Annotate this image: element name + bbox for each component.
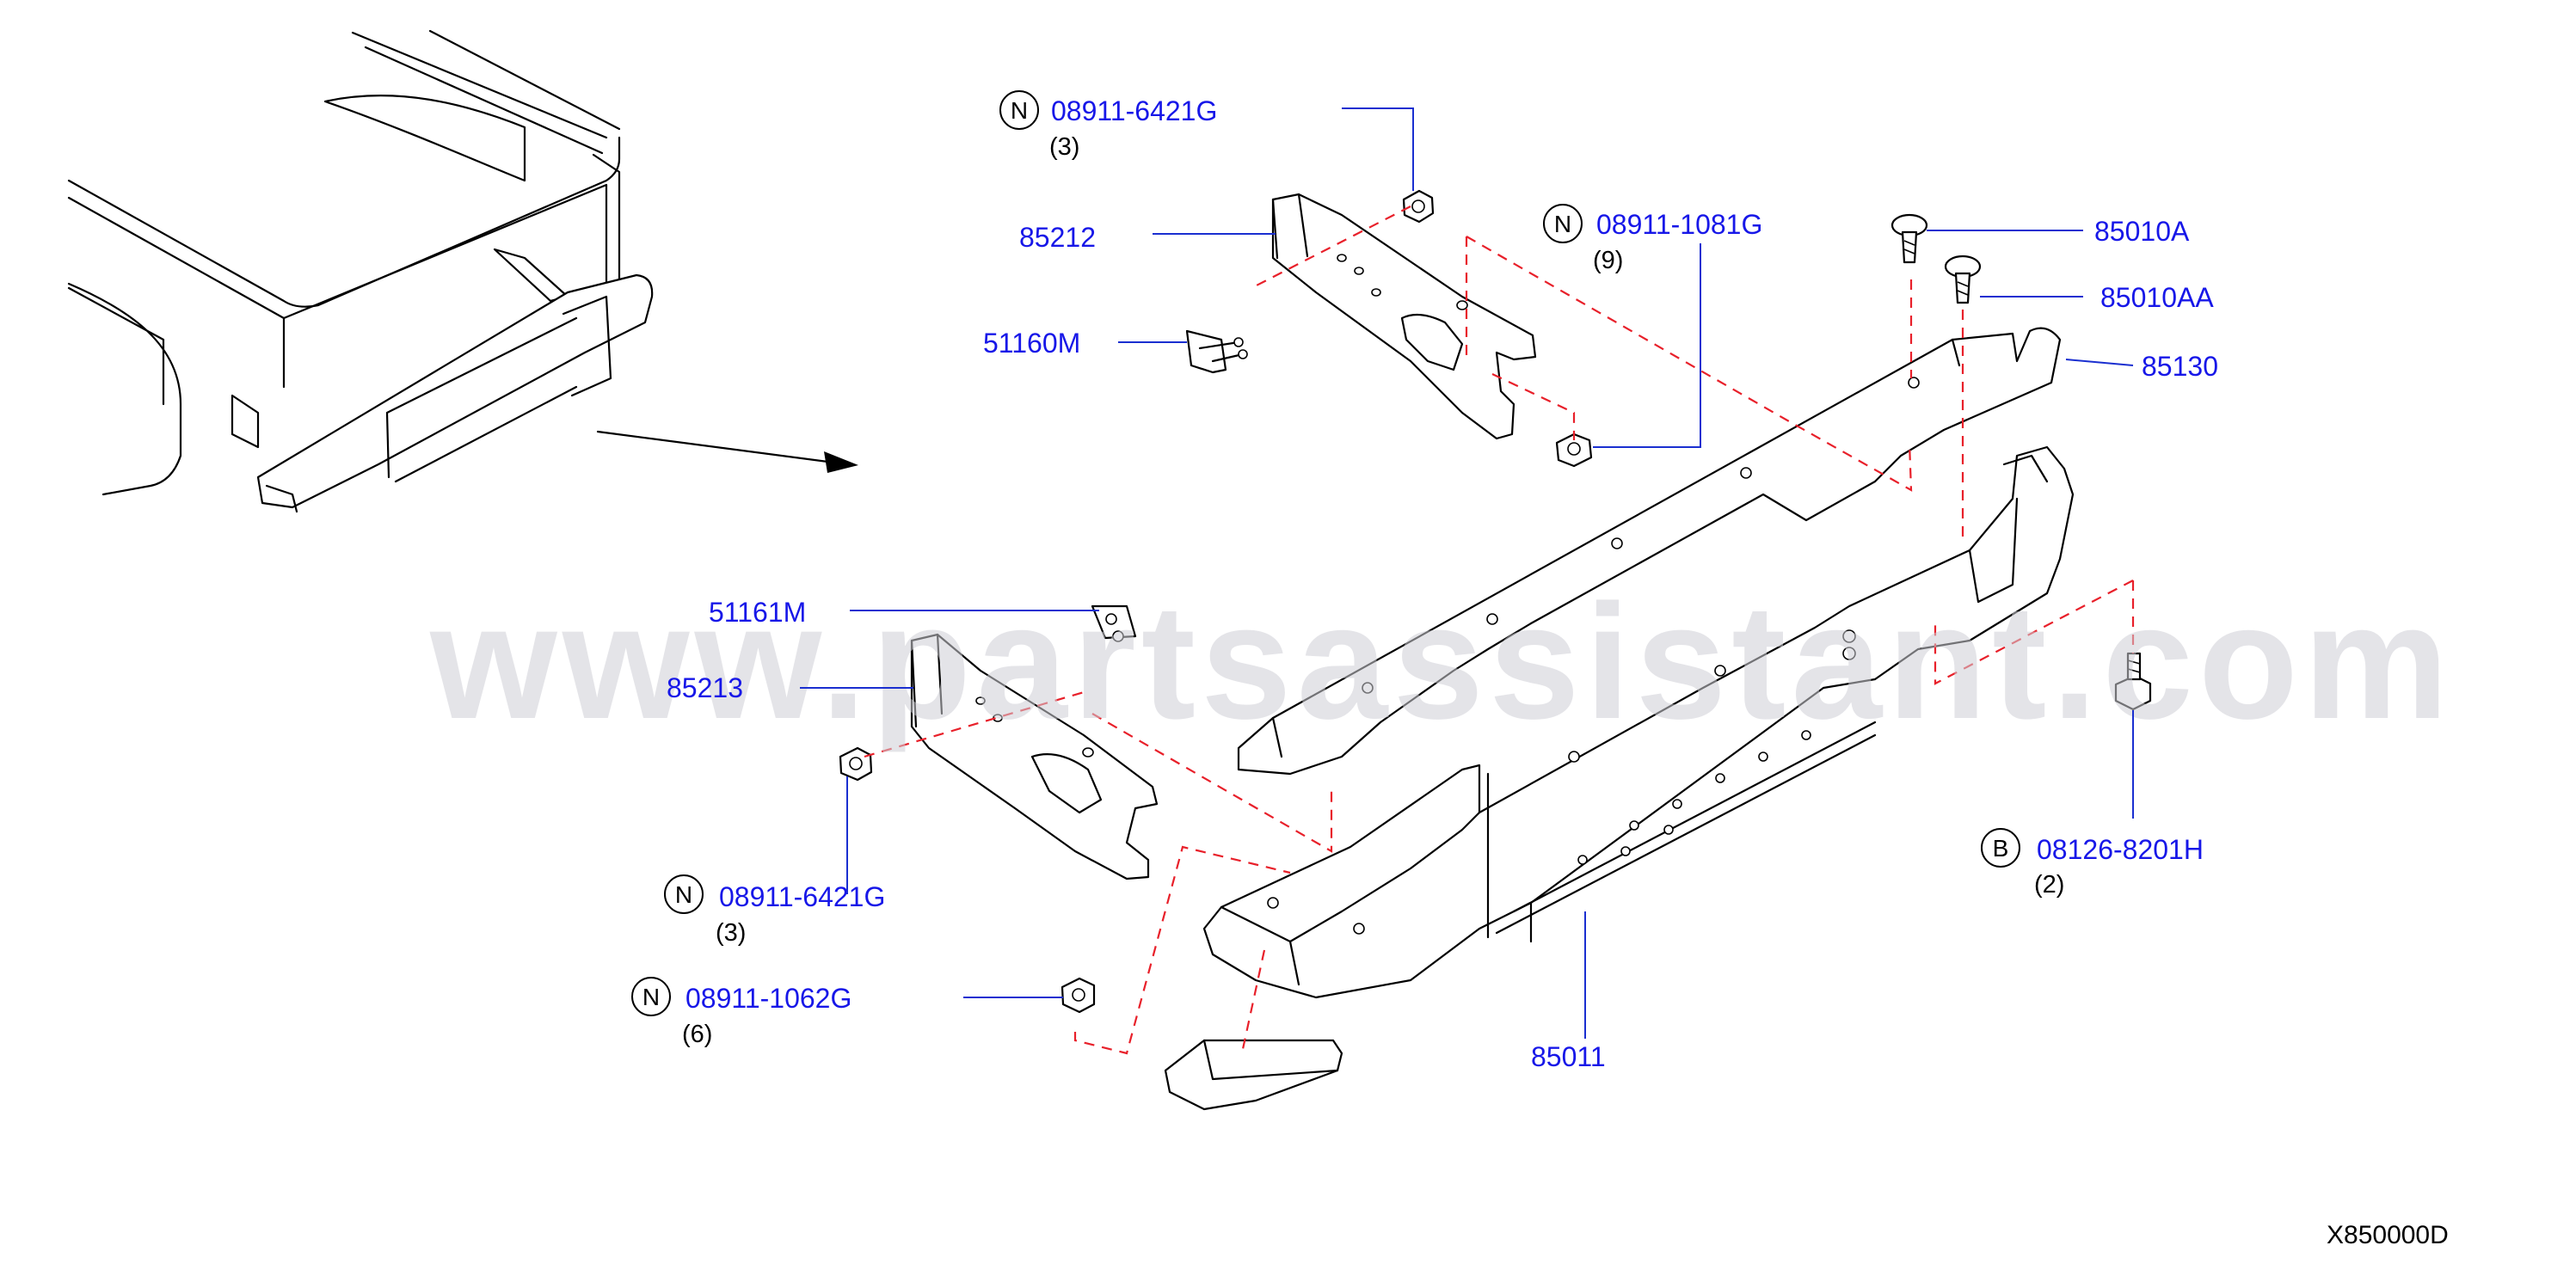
step-85130 [1237, 327, 2062, 776]
part-number-85212[interactable]: 85212 [1019, 222, 1096, 253]
view-arrow [596, 430, 836, 464]
part-number[interactable]: 08911-1081G [1596, 209, 1762, 240]
callout-08911-6421g-top[interactable]: N 08911-6421G (3) [999, 90, 1217, 161]
end-cap [1164, 1039, 1343, 1111]
nut-1081g [1555, 432, 1593, 468]
clip-nut-1062g [1061, 977, 1096, 1014]
leader-lines [800, 107, 2134, 1039]
quantity: (9) [1593, 247, 1623, 274]
part-number-51161m[interactable]: 51161M [709, 597, 806, 628]
quantity: (3) [716, 919, 746, 947]
part-number-51160m[interactable]: 51160M [983, 328, 1080, 359]
part-number-85010aa[interactable]: 85010AA [2100, 282, 2214, 313]
callout-marker: N [1554, 211, 1571, 237]
part-number-85213[interactable]: 85213 [667, 672, 743, 703]
part-number-85010a[interactable]: 85010A [2094, 216, 2190, 247]
part-number[interactable]: 08126-8201H [2037, 834, 2204, 865]
callout-marker: B [1993, 835, 2009, 862]
bumper-85011 [1202, 445, 2075, 999]
callout-marker: N [642, 984, 660, 1010]
watermark: www.partsassistant.com [429, 571, 2454, 753]
callout-08911-6421g-bottom[interactable]: N 08911-6421G (3) [664, 874, 885, 947]
bracket-85212 [1271, 193, 1537, 440]
truck-rear-overview [67, 29, 654, 513]
part-number[interactable]: 08911-6421G [719, 881, 885, 912]
callout-08911-1062g[interactable]: N 08911-1062G (6) [631, 977, 851, 1048]
bolt-51160m [1185, 329, 1248, 374]
part-number-85011[interactable]: 85011 [1531, 1041, 1606, 1072]
part-number[interactable]: 08911-6421G [1051, 95, 1217, 126]
bolt-8201h [2114, 652, 2152, 711]
assembly-lines [864, 206, 2135, 1055]
bolt-51161m [1091, 604, 1137, 642]
nut-top [1402, 189, 1435, 224]
callout-marker: N [675, 881, 692, 908]
bolt-85010a [1891, 213, 1928, 264]
quantity: (2) [2034, 871, 2064, 899]
diagram-code: X850000D [2327, 1221, 2449, 1249]
quantity: (3) [1049, 133, 1079, 161]
part-number-85130[interactable]: 85130 [2142, 351, 2218, 382]
nut-6421g-lower [839, 746, 873, 782]
bracket-85213 [910, 633, 1159, 880]
part-number[interactable]: 08911-1062G [685, 983, 851, 1014]
callout-marker: N [1011, 97, 1028, 124]
callout-08126-8201h[interactable]: B 08126-8201H (2) [1981, 828, 2204, 899]
bolt-85010aa [1944, 255, 1982, 304]
arrow-head-icon [824, 451, 858, 473]
callout-08911-1081g[interactable]: N 08911-1081G (9) [1543, 204, 1762, 274]
quantity: (6) [682, 1021, 712, 1048]
